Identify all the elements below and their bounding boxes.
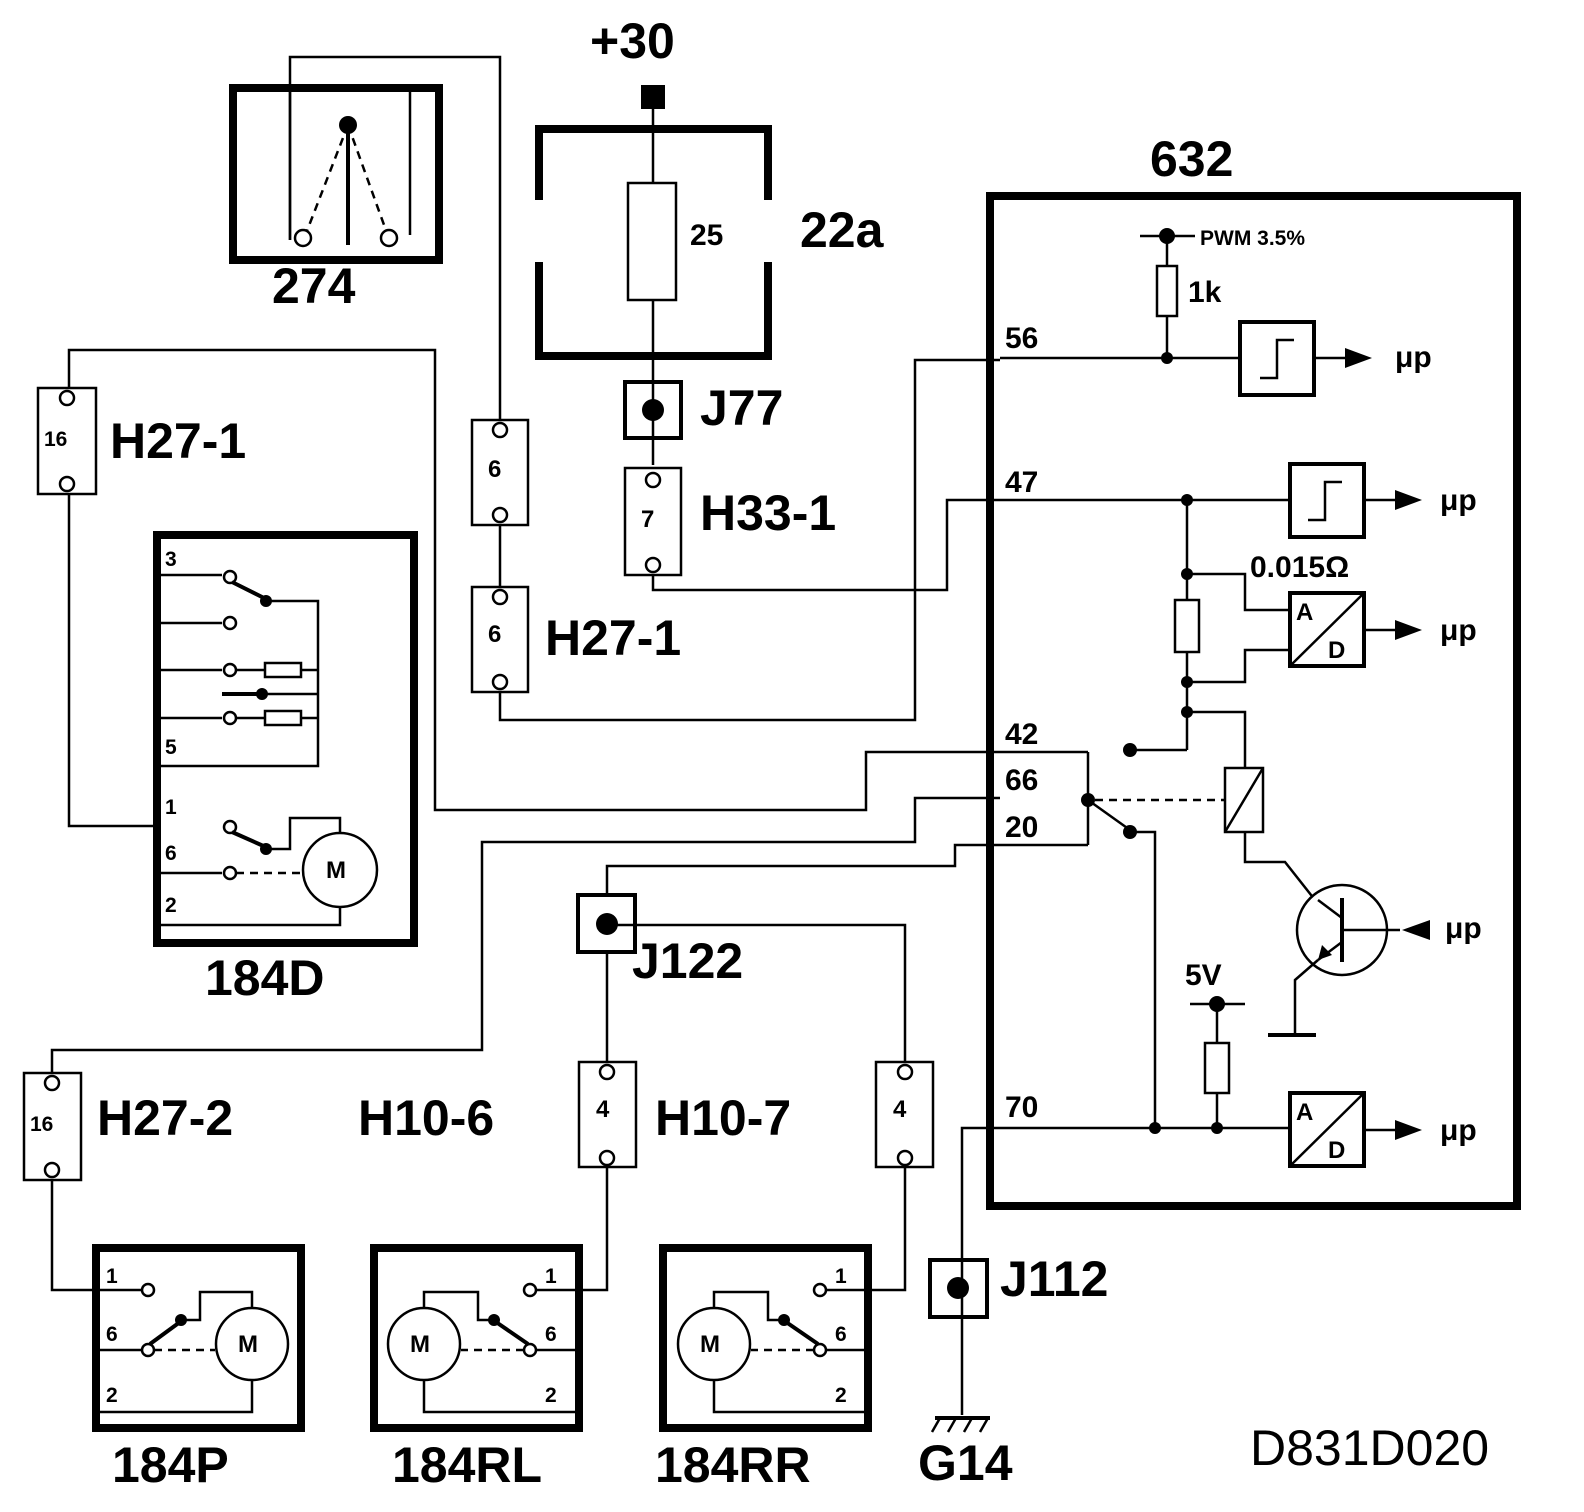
fuse-box-22a: 25 22a (535, 125, 885, 360)
g14-label: G14 (918, 1435, 1013, 1491)
fuse-box-label: 22a (800, 202, 885, 258)
mcu-label-3: μp (1440, 614, 1477, 647)
184d-pin-5: 5 (165, 736, 177, 759)
h27-2-label: H27-2 (97, 1090, 233, 1146)
shunt-label: 0.015Ω (1250, 551, 1349, 584)
h10-6-label: H10-6 (358, 1090, 494, 1146)
ecu-pin-56: 56 (1005, 322, 1038, 355)
184p-motor-symbol: M (238, 1331, 258, 1358)
wires (50, 55, 1090, 1415)
ecu-pin-20: 20 (1005, 811, 1038, 844)
motor-184d: 3 5 1 6 2 M 184D (153, 531, 418, 1006)
h27-1-mid-pin: 6 (488, 456, 501, 483)
motor-184p: 1 6 2 M 184P (92, 1244, 305, 1493)
j122-label: J122 (632, 933, 743, 989)
mcu-label-4: μp (1445, 912, 1482, 945)
h10-7-pin: 4 (893, 1096, 907, 1123)
184d-pin-2: 2 (165, 894, 177, 917)
h27-2-pin: 16 (30, 1113, 53, 1136)
h27-1-top-label: H27-1 (110, 413, 246, 469)
junction-j112: J112 (928, 1251, 1108, 1319)
connector-h27-1-pin16: 16 H27-1 (36, 386, 246, 496)
ecu-pin-70: 70 (1005, 1091, 1038, 1124)
fuse-element (626, 181, 678, 302)
resistor-1k-label: 1k (1188, 276, 1222, 309)
pwm-label: PWM 3.5% (1200, 227, 1305, 250)
184rr-pin-6: 6 (835, 1323, 847, 1346)
connector-h27-2: 16 H27-2 (22, 1071, 233, 1182)
184p-pin-2: 2 (106, 1384, 118, 1407)
fuse-rating: 25 (690, 219, 723, 252)
ecu-pin-47: 47 (1005, 466, 1038, 499)
connector-h33-1: 7 H33-1 (623, 466, 836, 577)
h10-6-pin: 4 (596, 1096, 610, 1123)
ground-g14: G14 (918, 1416, 1013, 1491)
connector-h27-1-pin6-lower: 6 H27-1 (470, 585, 681, 694)
184p-pin-1: 1 (106, 1265, 118, 1288)
drawing-code: D831D020 (1250, 1420, 1489, 1476)
184p-label: 184P (112, 1437, 229, 1493)
ecu-pin-66: 66 (1005, 764, 1038, 797)
supply-terminal (641, 85, 665, 109)
184rr-pin-2: 2 (835, 1384, 847, 1407)
184rl-pin-1: 1 (545, 1265, 557, 1288)
184d-pin-6: 6 (165, 842, 177, 865)
184d-label: 184D (205, 950, 325, 1006)
adc2-a: A (1296, 1099, 1313, 1126)
184rl-motor-symbol: M (410, 1331, 430, 1358)
mcu-label-5: μp (1440, 1114, 1477, 1147)
h33-1-label: H33-1 (700, 485, 836, 541)
184d-pin-1: 1 (165, 796, 177, 819)
adc1-a: A (1296, 599, 1313, 626)
j77-label: J77 (700, 380, 783, 436)
connector-h10-7: 4 H10-7 (655, 1060, 935, 1169)
184rr-label: 184RR (655, 1437, 811, 1493)
184rr-motor-symbol: M (700, 1331, 720, 1358)
184rr-pin-1: 1 (835, 1265, 847, 1288)
184rl-pin-6: 6 (545, 1323, 557, 1346)
motor-184rr: 1 6 2 M 184RR (655, 1244, 872, 1493)
switch-274: 274 (229, 84, 443, 314)
adc1-d: D (1328, 637, 1345, 664)
h33-1-pin: 7 (641, 506, 654, 533)
h10-7-label: H10-7 (655, 1090, 791, 1146)
mcu-label-1: μp (1395, 341, 1432, 374)
adc2-d: D (1328, 1137, 1345, 1164)
184d-pin-3: 3 (165, 548, 177, 571)
connector-h27-1-pin6-upper: 6 (470, 418, 530, 527)
ecu-label: 632 (1150, 131, 1233, 187)
ecu-pin-42: 42 (1005, 718, 1038, 751)
ecu-632: 632 56 47 42 66 20 70 PWM 3.5% 1k μp μp (986, 131, 1521, 1210)
h27-1-bottom-pin: 6 (488, 621, 501, 648)
junction-j122: J122 (576, 893, 743, 989)
h27-1-bottom-label: H27-1 (545, 610, 681, 666)
motor-184rl: 1 6 2 M 184RL (370, 1244, 583, 1493)
connector-h10-6: 4 H10-6 (358, 1060, 638, 1169)
junction-j77: J77 (623, 380, 783, 440)
supply-label: +30 (590, 13, 675, 69)
j112-label: J112 (1000, 1251, 1108, 1307)
184rl-label: 184RL (392, 1437, 542, 1493)
supply-plus30: +30 (590, 13, 675, 109)
184d-motor-symbol: M (326, 857, 346, 884)
switch-274-label: 274 (272, 258, 356, 314)
mcu-label-2: μp (1440, 484, 1477, 517)
h27-1-top-pin: 16 (44, 428, 67, 451)
voltage-label: 5V (1185, 959, 1222, 992)
184rl-pin-2: 2 (545, 1384, 557, 1407)
184p-pin-6: 6 (106, 1323, 118, 1346)
